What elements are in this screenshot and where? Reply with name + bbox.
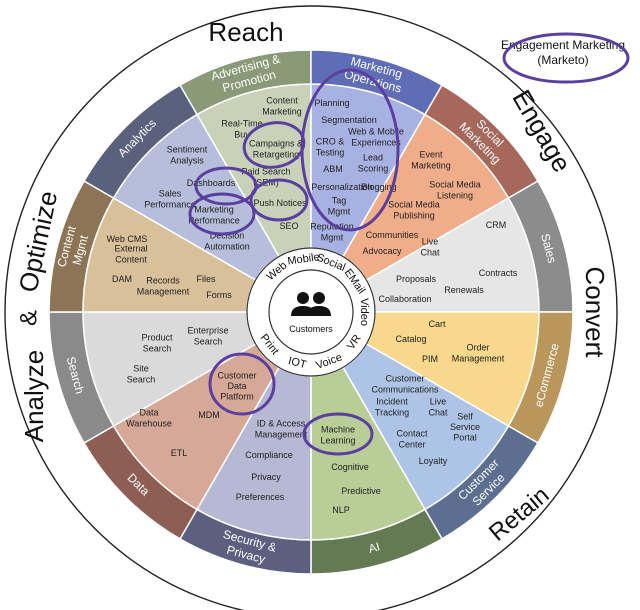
item-30: PIM bbox=[422, 354, 438, 364]
customers-icon bbox=[291, 292, 331, 316]
item-26: Collaboration bbox=[378, 294, 431, 304]
item-44: Preferences bbox=[236, 492, 285, 502]
item-24: Proposals bbox=[396, 274, 437, 284]
item-5: SEO bbox=[279, 221, 298, 231]
item-19: Communities bbox=[366, 230, 419, 240]
highlight-ring-3 bbox=[249, 178, 309, 222]
highlight-ring-2 bbox=[188, 192, 256, 236]
item-46: MDM bbox=[198, 410, 220, 420]
engagement-marketing-callout: Engagement Marketing (Marketo) bbox=[500, 38, 626, 68]
item-36: Loyalty bbox=[419, 456, 448, 466]
outer-label-amp: & bbox=[15, 310, 42, 326]
highlight-ring-5 bbox=[208, 352, 276, 416]
outer-label-analyze: Analyze bbox=[19, 350, 49, 443]
item-23: Contracts bbox=[479, 268, 518, 278]
item-27: Cart bbox=[428, 319, 446, 329]
callout-line-1: Engagement Marketing bbox=[500, 38, 626, 52]
item-38: Cognitive bbox=[331, 462, 369, 472]
highlight-ring-6 bbox=[302, 412, 374, 456]
item-43: Privacy bbox=[251, 472, 281, 482]
item-12: Personalization bbox=[311, 182, 373, 192]
item-4: Push Notices bbox=[253, 198, 307, 208]
channel-4: Video bbox=[358, 298, 370, 326]
item-16: Blogging bbox=[361, 182, 396, 192]
item-6: Planning bbox=[314, 98, 349, 108]
item-42: Compliance bbox=[245, 450, 293, 460]
channel-1: Mobile bbox=[287, 251, 321, 267]
outer-ring bbox=[4, 5, 618, 610]
item-2: Campaigns &Retargeting bbox=[249, 139, 303, 160]
segment-title-ai: AI bbox=[367, 540, 382, 556]
item-52: Web CMS bbox=[107, 234, 148, 244]
item-7: Segmentation bbox=[321, 115, 377, 125]
band-analytics bbox=[83, 84, 199, 200]
channel-7: IOT bbox=[287, 355, 308, 371]
item-25: Renewals bbox=[444, 285, 484, 295]
item-39: Predictive bbox=[341, 486, 381, 496]
highlight-ring-4 bbox=[300, 68, 400, 232]
item-57: Forms bbox=[206, 290, 232, 300]
outer-label-reach: Reach bbox=[208, 17, 283, 47]
outer-label-convert: Convert bbox=[580, 266, 610, 358]
item-8: CRO &Testing bbox=[316, 137, 345, 158]
center-label: Customers bbox=[289, 324, 333, 334]
callout-line-2: (Marketo) bbox=[537, 53, 589, 67]
item-40: NLP bbox=[332, 505, 350, 515]
item-21: CRM bbox=[486, 220, 507, 230]
highlight-ring-1 bbox=[194, 166, 258, 206]
item-54: DAM bbox=[112, 274, 132, 284]
item-10: ABM bbox=[323, 164, 343, 174]
item-59: Dashboards bbox=[187, 178, 236, 188]
item-47: ETL bbox=[171, 448, 188, 458]
item-56: Files bbox=[196, 274, 216, 284]
item-20: Advocacy bbox=[362, 246, 402, 256]
item-28: Catalog bbox=[395, 334, 426, 344]
